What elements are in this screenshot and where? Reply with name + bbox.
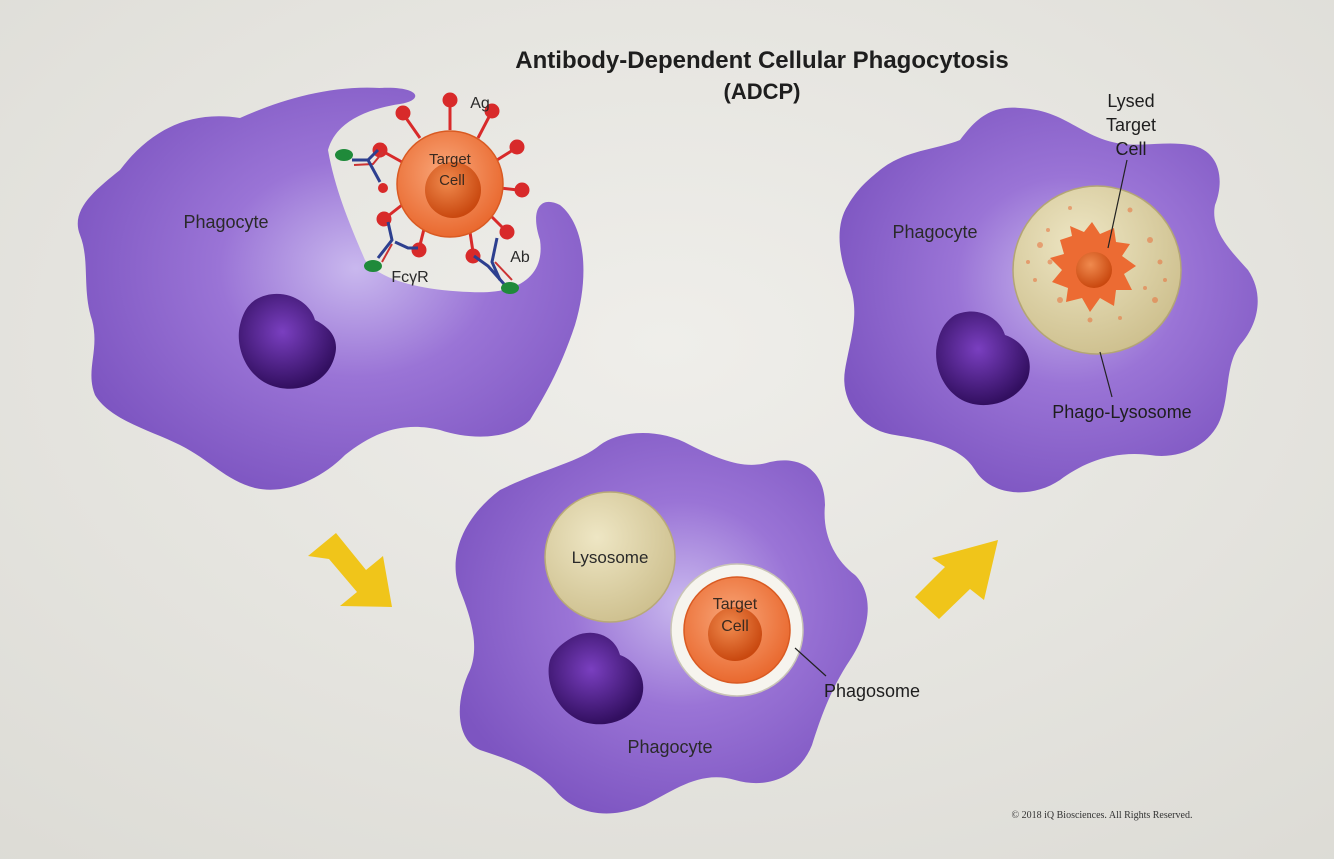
phagolysosome-leader <box>1099 351 1113 398</box>
arrow-step-2 <box>915 540 998 619</box>
nucleus-1 <box>238 293 336 389</box>
antibody-bottom-right <box>473 237 519 294</box>
antigen-label: Ag <box>470 95 490 112</box>
lysed-debris <box>1026 206 1167 323</box>
target-label-2-line1: Target <box>713 596 758 613</box>
phagosome-label: Phagosome <box>824 681 920 701</box>
antibody-label: Ab <box>510 249 530 266</box>
phagocyte-label-2: Phagocyte <box>627 737 712 757</box>
copyright-notice: © 2018 iQ Biosciences. All Rights Reserv… <box>1012 810 1193 821</box>
title-line1: Antibody-Dependent Cellular Phagocytosis <box>515 47 1008 74</box>
panel-3-phagolysosome: Lysed Target Cell Phagocyte Phago-Lysoso… <box>839 91 1258 493</box>
lysosome-label: Lysosome <box>572 548 649 567</box>
phagocyte-label-3: Phagocyte <box>892 222 977 242</box>
panel-1-recognition: Target Cell <box>77 87 584 490</box>
lysed-label-line1: Lysed <box>1107 91 1154 111</box>
arrow-step-1 <box>308 533 392 607</box>
nucleus-3 <box>936 311 1030 406</box>
nucleus-2 <box>548 632 644 725</box>
antibodies <box>335 148 519 294</box>
antigen-spikes <box>372 92 530 264</box>
target-label-2-line2: Cell <box>721 618 749 635</box>
target-label-1-line2: Cell <box>439 172 465 189</box>
antibody-top <box>335 148 388 193</box>
phagocyte-label-1: Phagocyte <box>183 212 268 232</box>
lysed-label-line3: Cell <box>1115 139 1146 159</box>
phagosome-leader <box>794 647 827 677</box>
lysed-label-line2: Target <box>1106 115 1156 135</box>
phagocyte-cell-1 <box>77 87 584 490</box>
phagolysosome-label: Phago-Lysosome <box>1052 402 1191 422</box>
lysed-leader <box>1107 159 1128 249</box>
panel-2-phagosome: Lysosome Target Cell Phagosome Phagocyte <box>455 432 920 814</box>
target-cell-1: Target Cell <box>372 92 530 264</box>
target-core-2 <box>708 607 762 661</box>
antibody-bottom-left <box>364 221 418 272</box>
lysosome <box>544 491 676 623</box>
target-label-1-line1: Target <box>429 151 472 168</box>
receptor-label: FcγR <box>391 269 428 286</box>
title-line2: (ADCP) <box>724 79 801 104</box>
lysed-core <box>1076 252 1112 288</box>
